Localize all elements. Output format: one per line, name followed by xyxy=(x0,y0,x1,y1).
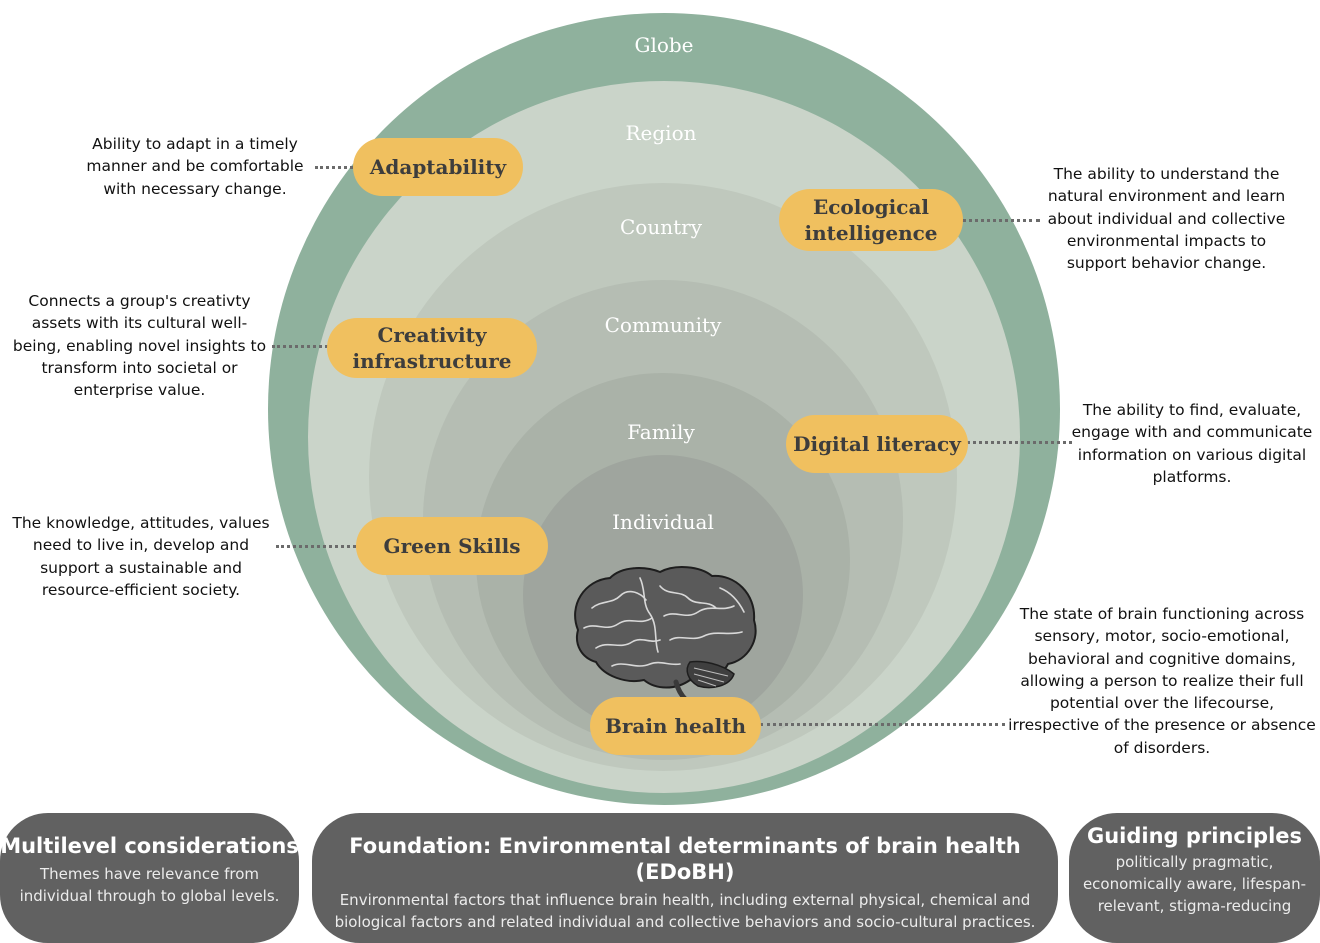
brain-icon xyxy=(574,566,757,703)
connector-ecological-intelligence xyxy=(962,219,1040,222)
theme-digital-literacy: Digital literacy xyxy=(786,415,968,473)
description-digital-literacy: The ability to find, evaluate, engage wi… xyxy=(1071,401,1313,486)
level-label-region: Region xyxy=(625,121,697,145)
description-green-skills: The knowledge, attitudes, values need to… xyxy=(12,514,270,599)
connector-digital-literacy xyxy=(967,441,1072,444)
level-label-community: Community xyxy=(604,313,722,337)
theme-brain-health: Brain health xyxy=(590,697,761,755)
level-label-globe: Globe xyxy=(634,33,694,57)
box-multilevel-considerations: Multilevel considerations Themes have re… xyxy=(0,813,299,943)
description-creativity-infrastructure: Connects a group's creativty assets with… xyxy=(12,292,267,400)
box-guiding-title: Guiding principles xyxy=(1086,824,1303,848)
theme-adaptability: Adaptability xyxy=(353,138,523,196)
connector-green-skills xyxy=(276,545,356,548)
box-guiding-text: politically pragmatic, economically awar… xyxy=(1082,853,1307,915)
box-multilevel-text: Themes have relevance from individual th… xyxy=(19,865,280,905)
level-label-family: Family xyxy=(627,420,695,444)
connector-adaptability xyxy=(315,166,353,169)
description-brain-health: The state of brain functioning across se… xyxy=(1008,605,1316,757)
box-multilevel-title: Multilevel considerations xyxy=(0,834,299,858)
connector-brain-health xyxy=(760,723,1005,726)
box-foundation-text: Environmental factors that influence bra… xyxy=(334,891,1036,931)
theme-ecological-intelligence: Ecological intelligence xyxy=(779,189,963,251)
theme-green-skills: Green Skills xyxy=(356,517,548,575)
connector-creativity-infrastructure xyxy=(272,345,328,348)
box-guiding-principles: Guiding principles politically pragmatic… xyxy=(1069,813,1320,943)
box-foundation-title: Foundation: Environmental determinants o… xyxy=(349,834,1021,884)
description-ecological-intelligence: The ability to understand the natural en… xyxy=(1047,165,1286,273)
level-label-individual: Individual xyxy=(612,510,714,534)
theme-creativity-infrastructure: Creativity infrastructure xyxy=(327,318,537,378)
level-label-country: Country xyxy=(619,215,702,239)
description-adaptability: Ability to adapt in a timely manner and … xyxy=(86,135,304,198)
